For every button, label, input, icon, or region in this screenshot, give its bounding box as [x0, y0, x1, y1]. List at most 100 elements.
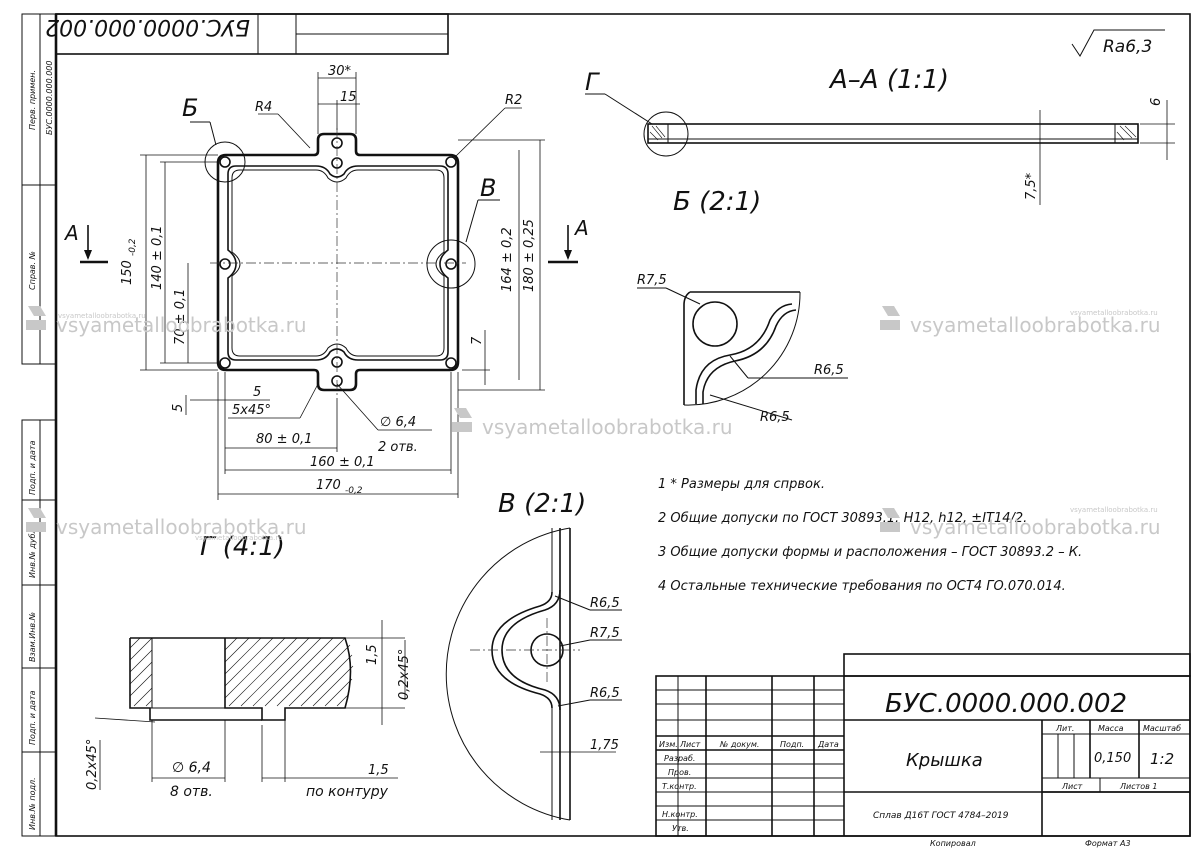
hdr-sign: Подп. [780, 740, 804, 749]
section-mark-a-right: А [573, 216, 589, 240]
section-aa-title: А–А (1:1) [828, 65, 949, 95]
title-block: БУС.0000.000.002 Крышка Сплав Д16Т ГОСТ … [655, 653, 1191, 848]
top-code-block: БУС.0000.000.002 [45, 13, 449, 55]
watermark-logo-icon [26, 508, 46, 532]
note-1: 1 * Размеры для спрвок. [658, 477, 825, 492]
dim-r4: R4 [255, 100, 272, 115]
watermark-5: vsyametalloobrabotka.ru vsyametalloobrab… [880, 506, 1161, 539]
dim-30: 30* [328, 64, 352, 79]
sprav-label: Справ. № [28, 251, 37, 290]
view-g-title: Г (4:1) [200, 532, 285, 562]
title-name: Крышка [906, 750, 983, 771]
roughness-label: Ra6,3 [1103, 37, 1152, 57]
section-mark-a-left: А [63, 221, 79, 245]
sheet-label: Лист [1061, 782, 1083, 791]
scale-label: Масштаб [1143, 724, 1181, 733]
dim-150: 150 -0,2 [120, 238, 138, 285]
view-v-r7-5: R7,5 [590, 626, 620, 641]
inv-podl-label: Инв.№ подл. [28, 777, 37, 830]
plan-view [204, 128, 476, 398]
note-4: 4 Остальные технические требования по ОС… [658, 579, 1066, 594]
title-material: Сплав Д16Т ГОСТ 4784–2019 [873, 811, 1009, 821]
watermark-3: vsyametalloobrabotka.ru [452, 408, 733, 439]
view-g-0-2x45-b: 0,2x45° [85, 739, 100, 790]
dim-160: 160 ± 0,1 [310, 455, 375, 470]
view-g-hatch [129, 637, 354, 707]
perv-primen-label: Перв. примен. [28, 70, 37, 130]
dim-holes-count: 2 отв. [378, 440, 418, 455]
plan-outer-contour [216, 132, 460, 392]
dim-chamfer: 5x45° [232, 403, 271, 418]
view-g-hole: ∅ 6,4 [172, 760, 211, 776]
podp-data-label-1: Подп. и дата [28, 440, 37, 495]
plan-dimensions: 30* 15 R4 R2 150 -0,2 140 ± 0,1 70 ± 0,1 [63, 64, 589, 500]
dim-80: 80 ± 0,1 [256, 432, 312, 447]
roughness-mark: Ra6,3 [1071, 29, 1165, 57]
side-strip-labels: Перв. примен. БУС.0000.000.000 Справ. № … [28, 61, 54, 830]
technical-notes: 1 * Размеры для спрвок. 2 Общие допуски … [658, 477, 1082, 594]
section-aa: А–А (1:1) Г 6 7,5* [585, 65, 1175, 205]
detail-label-v: В [480, 174, 496, 202]
view-g-1-5-b: 1,5 [368, 763, 389, 778]
dim-r2: R2 [505, 93, 522, 108]
watermark-text-4: vsyametalloobrabotka.ru [56, 515, 307, 539]
view-b-detail: Б (2:1) R7,5 R6,5 R6,5 [637, 187, 848, 425]
view-v-r6-5-b: R6,5 [590, 686, 620, 701]
dim-70: 70 ± 0,1 [173, 289, 188, 345]
watermarks: vsyametalloobrabotka.ru vsyametalloobrab… [26, 306, 1161, 542]
role-utv: Утв. [672, 824, 689, 833]
view-g-detail: Г (4:1) 1,5 0,2x45° 0,2x45° ∅ 6,4 8 отв.… [85, 532, 412, 800]
lit-label: Лит. [1055, 724, 1074, 733]
note-3: 3 Общие допуски формы и расположения – Г… [658, 545, 1082, 560]
view-v-detail: В (2:1) R6,5 R7,5 R6,5 1,75 [445, 489, 622, 821]
dim-7-5: 7,5* [1024, 172, 1039, 200]
dim-164: 164 ± 0,2 [500, 227, 515, 292]
watermark-small-4: vsyametalloobrabotka.ru [195, 534, 283, 542]
dim-170: 170 -0,2 [316, 478, 363, 496]
hdr-date: Дата [817, 740, 839, 749]
watermark-logo-icon [880, 508, 900, 532]
watermark-1: vsyametalloobrabotka.ru vsyametalloobrab… [26, 306, 307, 337]
hdr-doc-no: № докум. [719, 740, 759, 749]
role-nkontr: Н.контр. [662, 810, 698, 819]
detail-label-b: Б [182, 94, 198, 122]
view-v-1-75: 1,75 [590, 738, 619, 753]
watermark-text-2: vsyametalloobrabotka.ru [910, 313, 1161, 337]
scale-value: 1:2 [1150, 750, 1174, 768]
dim-7: 7 [470, 336, 485, 345]
view-b-r6-5-b: R6,5 [760, 410, 790, 425]
watermark-small-1: vsyametalloobrabotka.ru [58, 312, 146, 320]
dim-150-tol: -0,2 [128, 238, 138, 256]
dim-170-value: 170 [316, 478, 341, 493]
view-b-r7-5: R7,5 [637, 273, 667, 288]
watermark-4: vsyametalloobrabotka.ru vsyametalloobrab… [26, 508, 307, 542]
watermark-text-5: vsyametalloobrabotka.ru [910, 515, 1161, 539]
watermark-logo-icon [26, 306, 46, 330]
view-g-contour: по контуру [306, 784, 389, 800]
dim-5b: 5 [253, 385, 261, 400]
view-v-r6-5-a: R6,5 [590, 596, 620, 611]
watermark-text-1: vsyametalloobrabotka.ru [56, 313, 307, 337]
dim-6: 6 [1149, 98, 1164, 106]
title-code: БУС.0000.000.002 [885, 689, 1127, 719]
watermark-small-2: vsyametalloobrabotka.ru [1070, 309, 1158, 317]
note-2: 2 Общие допуски по ГОСТ 30893.1: H12, h1… [658, 511, 1027, 526]
watermark-2: vsyametalloobrabotka.ru vsyametalloobrab… [880, 306, 1161, 337]
vzam-inv-label: Взам.Инв.№ [28, 612, 37, 662]
dim-180: 180 ± 0,25 [522, 219, 537, 292]
view-g-1-5-a: 1,5 [365, 644, 380, 665]
dim-hole: ∅ 6,4 [380, 415, 416, 430]
mass-value: 0,150 [1094, 751, 1131, 766]
dim-5a: 5 [171, 404, 186, 412]
watermark-logo-icon [880, 306, 900, 330]
role-razrab: Разраб. [664, 754, 695, 763]
dim-170-tol: -0,2 [345, 486, 363, 496]
detail-circle-v [426, 239, 476, 289]
sheet-frame [21, 13, 1191, 837]
view-b-title: Б (2:1) [673, 187, 761, 217]
view-v-title: В (2:1) [498, 489, 586, 519]
sheets-label: Листов 1 [1119, 782, 1158, 791]
dim-150-value: 150 [120, 260, 135, 285]
doc-code-rotated: БУС.0000.000.002 [45, 14, 250, 39]
